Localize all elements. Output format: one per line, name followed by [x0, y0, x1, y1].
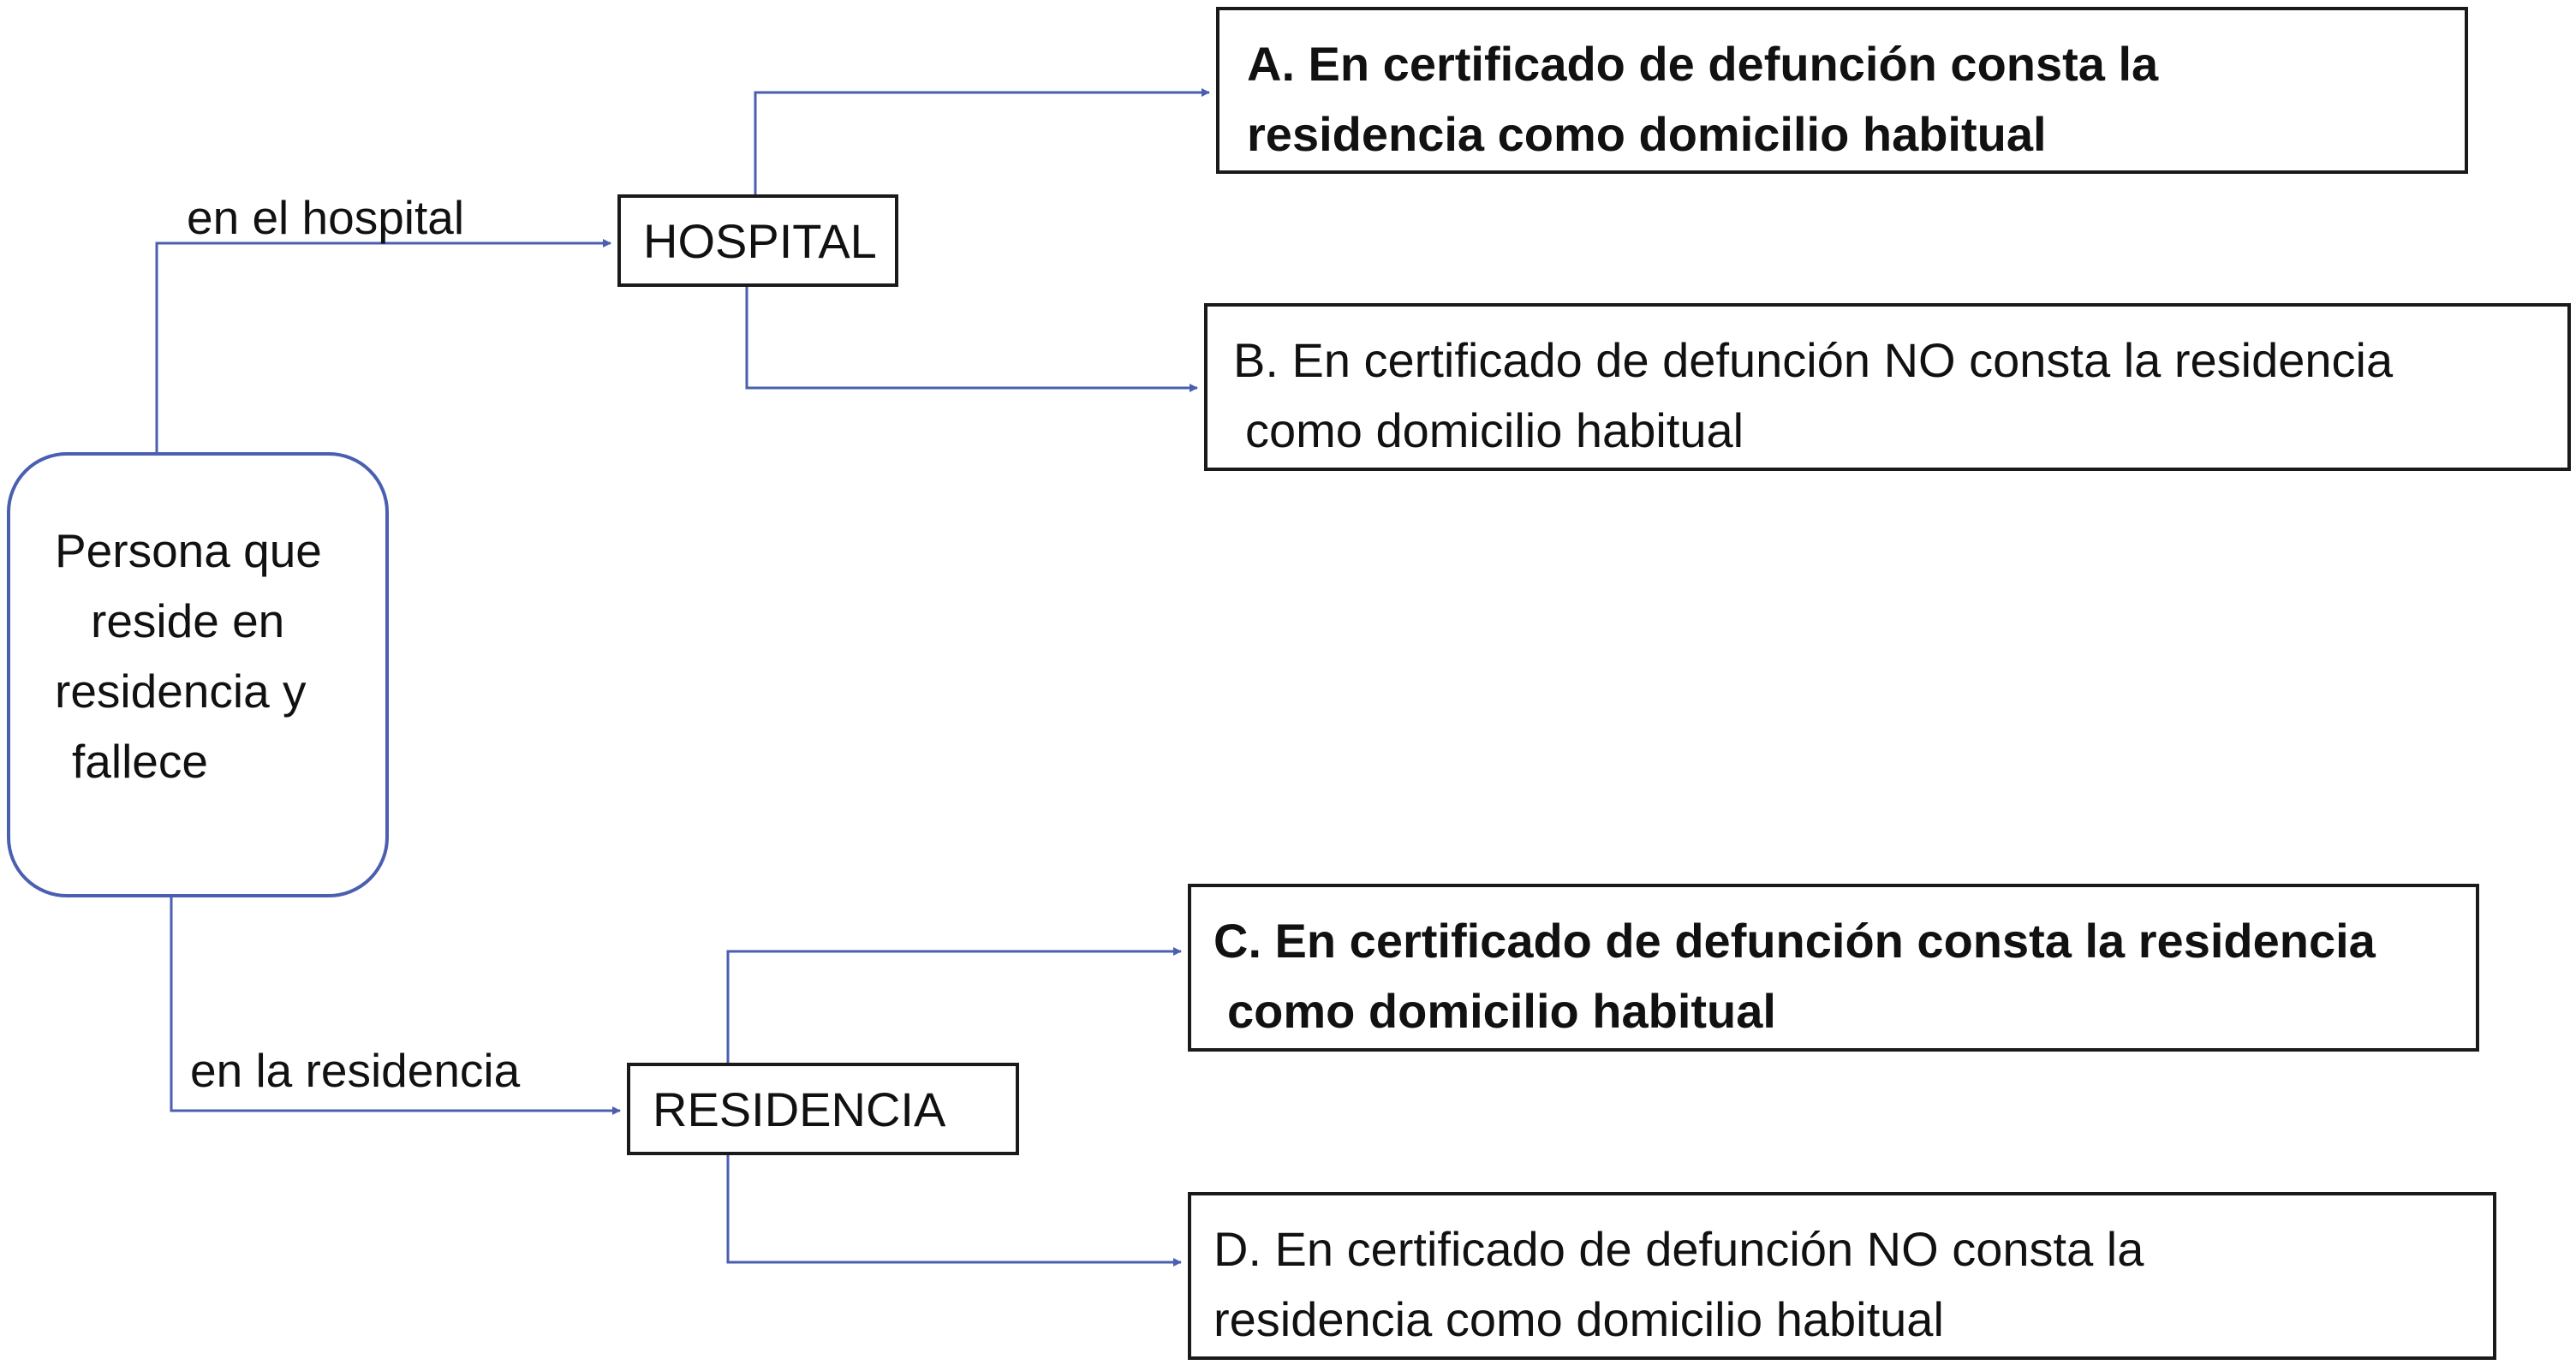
edge-residencia-to-d: [726, 1155, 1182, 1267]
residencia-node-label: RESIDENCIA: [653, 1082, 946, 1136]
outcome-b-box: B. En certificado de defunción NO consta…: [1204, 303, 2571, 471]
outcome-c-line: como domicilio habitual: [1227, 984, 1776, 1038]
edge-residencia-to-c: [726, 947, 1182, 1063]
start-node-text: Persona que reside en residencia y falle…: [55, 516, 385, 796]
edge-hospital-to-b: [745, 287, 1198, 392]
start-node-line: fallece: [72, 735, 208, 788]
edge-start-to-hospital: [155, 239, 611, 452]
edge-label-hospital: en el hospital: [187, 191, 465, 244]
outcome-c-box: C. En certificado de defunción consta la…: [1188, 884, 2479, 1052]
start-node-line: residencia y: [55, 665, 307, 718]
start-node-line: Persona que: [55, 524, 322, 577]
residencia-node: RESIDENCIA: [627, 1063, 1019, 1155]
start-node: Persona que reside en residencia y falle…: [7, 452, 389, 897]
outcome-a-line: residencia como domicilio habitual: [1247, 107, 2047, 161]
outcome-a-line: A. En certificado de defunción consta la: [1247, 37, 2159, 91]
edge-label-residencia: en la residencia: [190, 1044, 521, 1097]
edge-hospital-to-a: [754, 88, 1210, 194]
hospital-node: HOSPITAL: [617, 194, 898, 287]
outcome-b-line: como domicilio habitual: [1245, 403, 1744, 457]
start-node-line: reside en: [91, 594, 285, 647]
outcome-d-line: residencia como domicilio habitual: [1213, 1292, 1944, 1346]
outcome-d-line: D. En certificado de defunción NO consta…: [1213, 1222, 2144, 1276]
outcome-a-box: A. En certificado de defunción consta la…: [1216, 7, 2468, 174]
edge-start-to-residencia: [170, 897, 621, 1115]
outcome-b-line: B. En certificado de defunción NO consta…: [1233, 333, 2394, 387]
hospital-node-label: HOSPITAL: [643, 213, 877, 268]
outcome-d-box: D. En certificado de defunción NO consta…: [1188, 1192, 2496, 1360]
outcome-c-line: C. En certificado de defunción consta la…: [1213, 914, 2376, 968]
